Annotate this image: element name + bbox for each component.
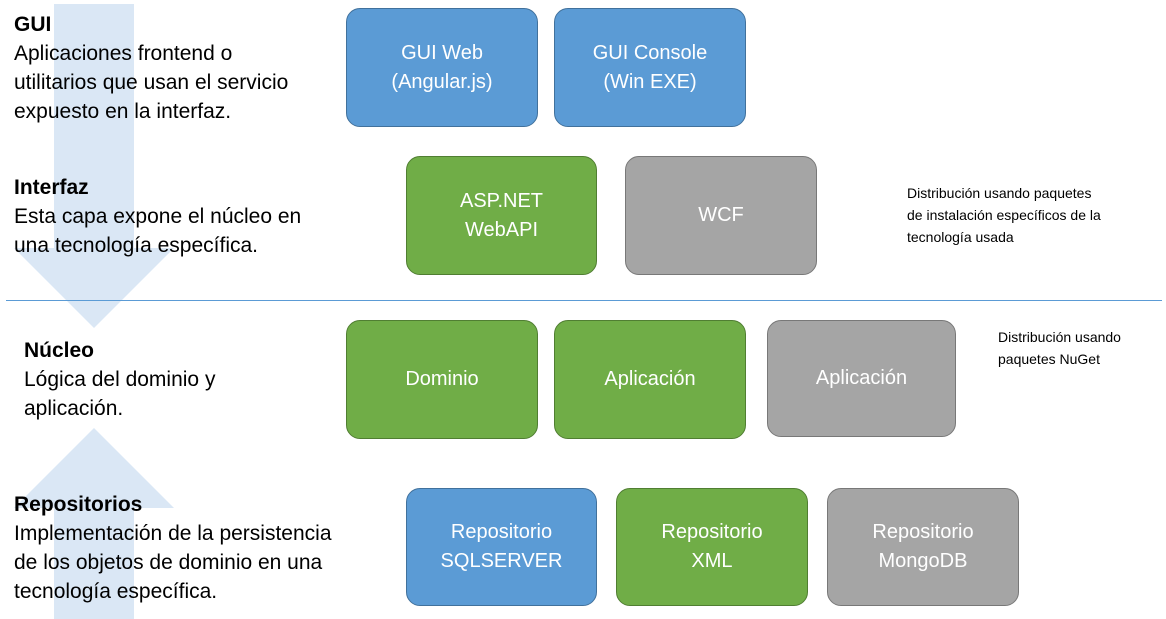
box-wcf: WCF: [625, 156, 817, 275]
layer-gui: GUI Aplicaciones frontend o utilitarios …: [14, 10, 344, 126]
layer-repositorios-title: Repositorios: [14, 493, 143, 516]
layer-gui-title: GUI: [14, 13, 52, 36]
layer-nucleo: Núcleo Lógica del dominio y aplicación.: [24, 336, 324, 423]
layer-divider: [6, 300, 1162, 301]
box-gui-web: GUI Web (Angular.js): [346, 8, 538, 127]
layer-interfaz-title: Interfaz: [14, 176, 89, 199]
layer-repositorios: Repositorios Implementación de la persis…: [14, 490, 384, 606]
box-repositorio-mongodb: Repositorio MongoDB: [827, 488, 1019, 606]
up-arrow: [14, 428, 174, 619]
layer-interfaz: Interfaz Esta capa expone el núcleo en u…: [14, 173, 344, 260]
box-gui-console: GUI Console (Win EXE): [554, 8, 746, 127]
box-dominio: Dominio: [346, 320, 538, 439]
layer-interfaz-desc: Esta capa expone el núcleo en una tecnol…: [14, 205, 302, 257]
layer-repositorios-desc: Implementación de la persistencia de los…: [14, 522, 332, 603]
layer-nucleo-desc: Lógica del dominio y aplicación.: [24, 368, 216, 420]
box-repositorio-xml: Repositorio XML: [616, 488, 808, 606]
note-nucleo-distribution: Distribución usando paquetes NuGet: [998, 329, 1121, 367]
box-repositorio-sqlserver: Repositorio SQLSERVER: [406, 488, 597, 606]
box-aplicacion-green: Aplicación: [554, 320, 746, 439]
note-interfaz-distribution: Distribución usando paquetes de instalac…: [907, 185, 1101, 245]
layer-gui-desc: Aplicaciones frontend o utilitarios que …: [14, 42, 289, 123]
box-aspnet-webapi: ASP.NET WebAPI: [406, 156, 597, 275]
box-aplicacion-gray: Aplicación: [767, 320, 956, 437]
layer-nucleo-title: Núcleo: [24, 339, 95, 362]
down-arrow: [14, 4, 174, 328]
